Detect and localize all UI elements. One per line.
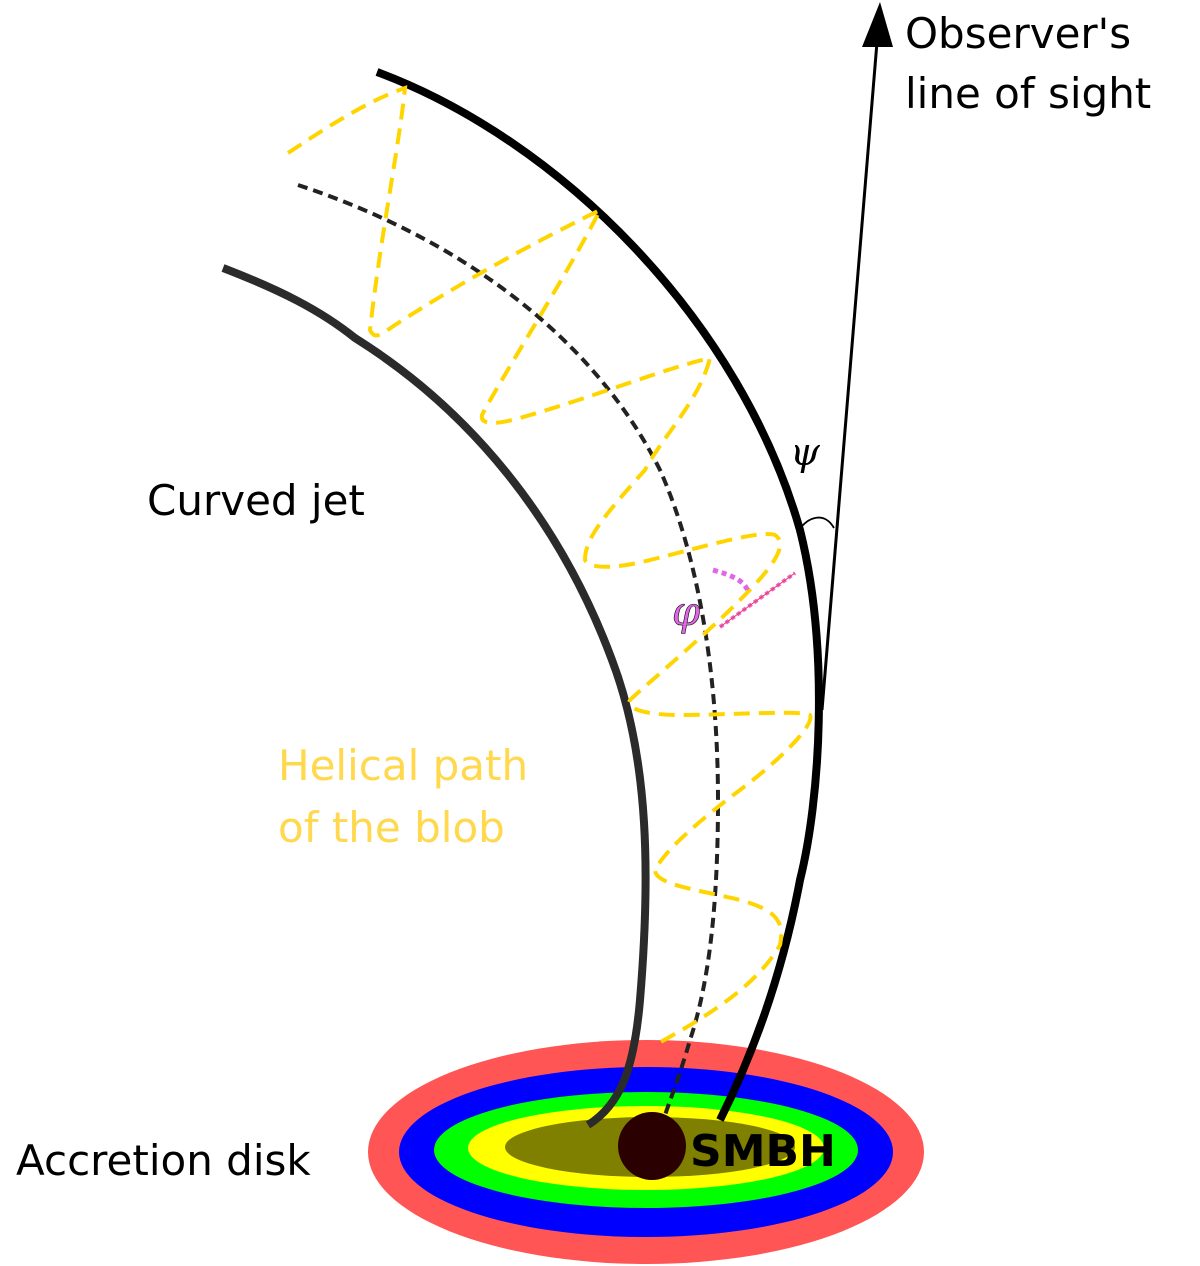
jet-axis bbox=[297, 183, 721, 1119]
phi-angle-arc bbox=[712, 567, 751, 593]
curved-jet-label: Curved jet bbox=[147, 476, 365, 525]
jet-inner-wall bbox=[221, 264, 650, 1129]
helical-path bbox=[286, 85, 813, 1047]
helical-path-label-line1: Helical path bbox=[278, 741, 528, 790]
jet-outer-wall bbox=[375, 68, 823, 1122]
line-of-sight-line bbox=[820, 29, 880, 711]
observer-label-line2: line of sight bbox=[905, 69, 1151, 118]
psi-label: ψ bbox=[790, 430, 821, 474]
accretion-disk-label: Accretion disk bbox=[16, 1136, 311, 1185]
smbh-black-hole bbox=[618, 1112, 686, 1180]
phi-angle-marker bbox=[712, 567, 797, 629]
psi-angle-arc bbox=[796, 516, 835, 534]
phi-reference-line-thin bbox=[719, 572, 796, 628]
phi-label: φ bbox=[672, 589, 700, 635]
line-of-sight-arrow bbox=[820, 2, 893, 711]
smbh-label: SMBH bbox=[690, 1126, 836, 1177]
helical-path-label-line2: of the blob bbox=[278, 803, 505, 852]
observer-label-line1: Observer's bbox=[905, 9, 1131, 58]
arrowhead-icon bbox=[862, 2, 893, 47]
